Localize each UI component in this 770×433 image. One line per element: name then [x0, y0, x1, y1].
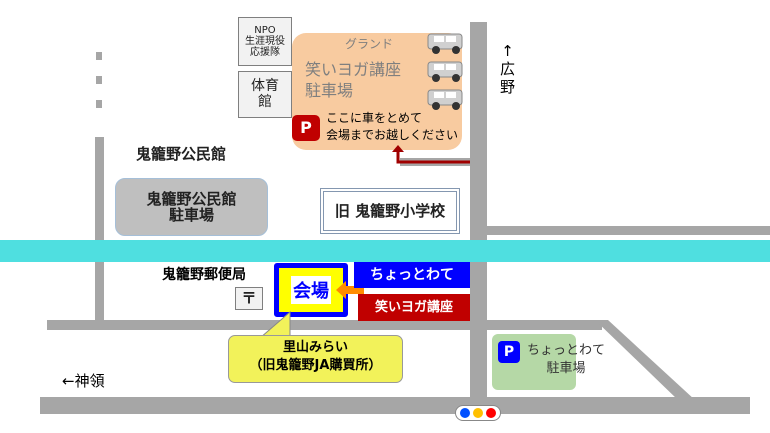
- old-school: 旧 鬼籠野小学校: [320, 188, 460, 234]
- road-right-upper: [487, 226, 770, 235]
- event-laughter-yoga: 笑いヨガ講座: [358, 294, 470, 321]
- post-office-mark: 〒: [235, 287, 263, 310]
- car-icons: [426, 30, 466, 112]
- road-dash: [96, 100, 102, 108]
- car-icon: [427, 61, 463, 82]
- road-main-vertical: [470, 22, 487, 404]
- community-hall: 鬼籠野公民館: [95, 137, 258, 171]
- chottowate-p-icon: P: [498, 341, 520, 363]
- car-icon: [427, 33, 463, 54]
- parking-title: 笑いヨガ講座 駐車場: [305, 60, 402, 100]
- post-office-label: 鬼籠野郵便局: [162, 267, 246, 283]
- traffic-light-icon: [455, 405, 501, 421]
- road-middle: [47, 320, 602, 330]
- parking-p-icon: P: [292, 115, 320, 141]
- road-bottom: [40, 397, 750, 414]
- npo-building: NPO 生涯現役 応援隊: [238, 17, 292, 66]
- road-left-vertical: [95, 145, 104, 325]
- road-diagonal: [595, 320, 695, 400]
- venue-label: 会場: [291, 276, 331, 304]
- road-dash: [96, 76, 102, 84]
- community-hall-parking: 鬼籠野公民館 駐車場: [115, 178, 268, 236]
- parking-note: ここに車をとめて 会場までお越しください: [326, 111, 459, 142]
- road-dash: [96, 52, 102, 60]
- river: [0, 240, 770, 262]
- venue-arrow: [336, 281, 364, 299]
- ground-label: グランド: [345, 37, 394, 51]
- car-icon: [427, 89, 463, 110]
- direction-west: ←神領: [62, 372, 105, 390]
- event-chottowate: ちょっとわて: [354, 262, 470, 288]
- venue-callout: 里山みらい （旧鬼籠野JA購買所）: [228, 335, 403, 383]
- chottowate-parking-label: ちょっとわて 駐車場: [527, 343, 606, 377]
- direction-north: ↑ 広 野: [500, 42, 516, 96]
- route-arrow: [392, 145, 470, 164]
- gym-building: 体育 館: [238, 71, 292, 118]
